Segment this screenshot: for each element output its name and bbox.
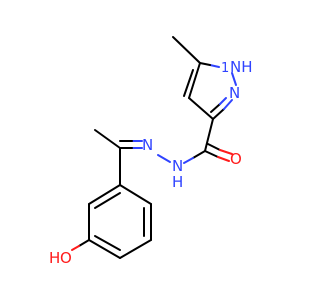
bond-c3-n2-inner-n: [219, 97, 227, 105]
atom-labels: NH 1 N O N H N O H: [49, 58, 253, 267]
molecule-structure: NH 1 N O N H N O H: [49, 36, 253, 267]
pyrazole-n-label: N: [229, 84, 240, 102]
bond-n2-n1: [231, 72, 237, 86]
carbonyl-o-label: O: [230, 150, 242, 168]
bond-c3-n2-n: [223, 99, 233, 110]
bond-carbonyl-nh: [192, 150, 206, 159]
bond-ar-3-4: [119, 239, 152, 259]
pyrazole-ring: [172, 36, 237, 120]
bond-co-2-o: [219, 149, 233, 155]
bond-ar-4-5-inner: [94, 235, 121, 251]
hydrazide-n-label: N: [172, 157, 183, 175]
phenyl-ring: [71, 184, 152, 259]
bond-ar-oh: [78, 239, 90, 247]
bond-c3-carbonyl: [204, 118, 214, 152]
bond-c4-c3: [188, 97, 214, 120]
bond-methyl: [172, 36, 201, 64]
bond-c3-n2: [212, 108, 225, 120]
bond-ar-oh-o: [71, 245, 80, 251]
bond-imine-methyl: [94, 129, 121, 149]
bond-c3-n2-inner: [210, 103, 221, 113]
bond-carbonyl-nh-n: [183, 157, 194, 164]
pyrazole-nh-number: 1: [221, 61, 229, 76]
bond-nh-n: [157, 154, 171, 163]
bond-co-1-o: [217, 156, 230, 162]
bond-n1-c5: [209, 64, 220, 68]
bond-co-2: [207, 143, 221, 151]
bond-n1-c5-c: [199, 62, 211, 66]
bond-ar-4-5: [88, 239, 121, 259]
bond-c5-c4: [188, 62, 201, 99]
hydrazide-chain: [94, 118, 233, 186]
hydroxyl-h-label: H: [49, 249, 60, 267]
bond-c5-c4-inner: [183, 69, 194, 97]
imine-n-label: N: [142, 136, 153, 154]
hydroxyl-o-label: O: [60, 249, 72, 267]
pyrazole-nh-label: NH: [230, 58, 253, 76]
bond-co-1: [204, 150, 219, 158]
hydrazide-h-label: H: [172, 173, 183, 191]
bond-ar-6-1: [88, 184, 121, 205]
molecule-canvas: NH 1 N O N H N O H: [49, 36, 253, 267]
bond-ar-6-1-inner: [94, 192, 121, 209]
bond-ar-1-2: [119, 184, 152, 205]
